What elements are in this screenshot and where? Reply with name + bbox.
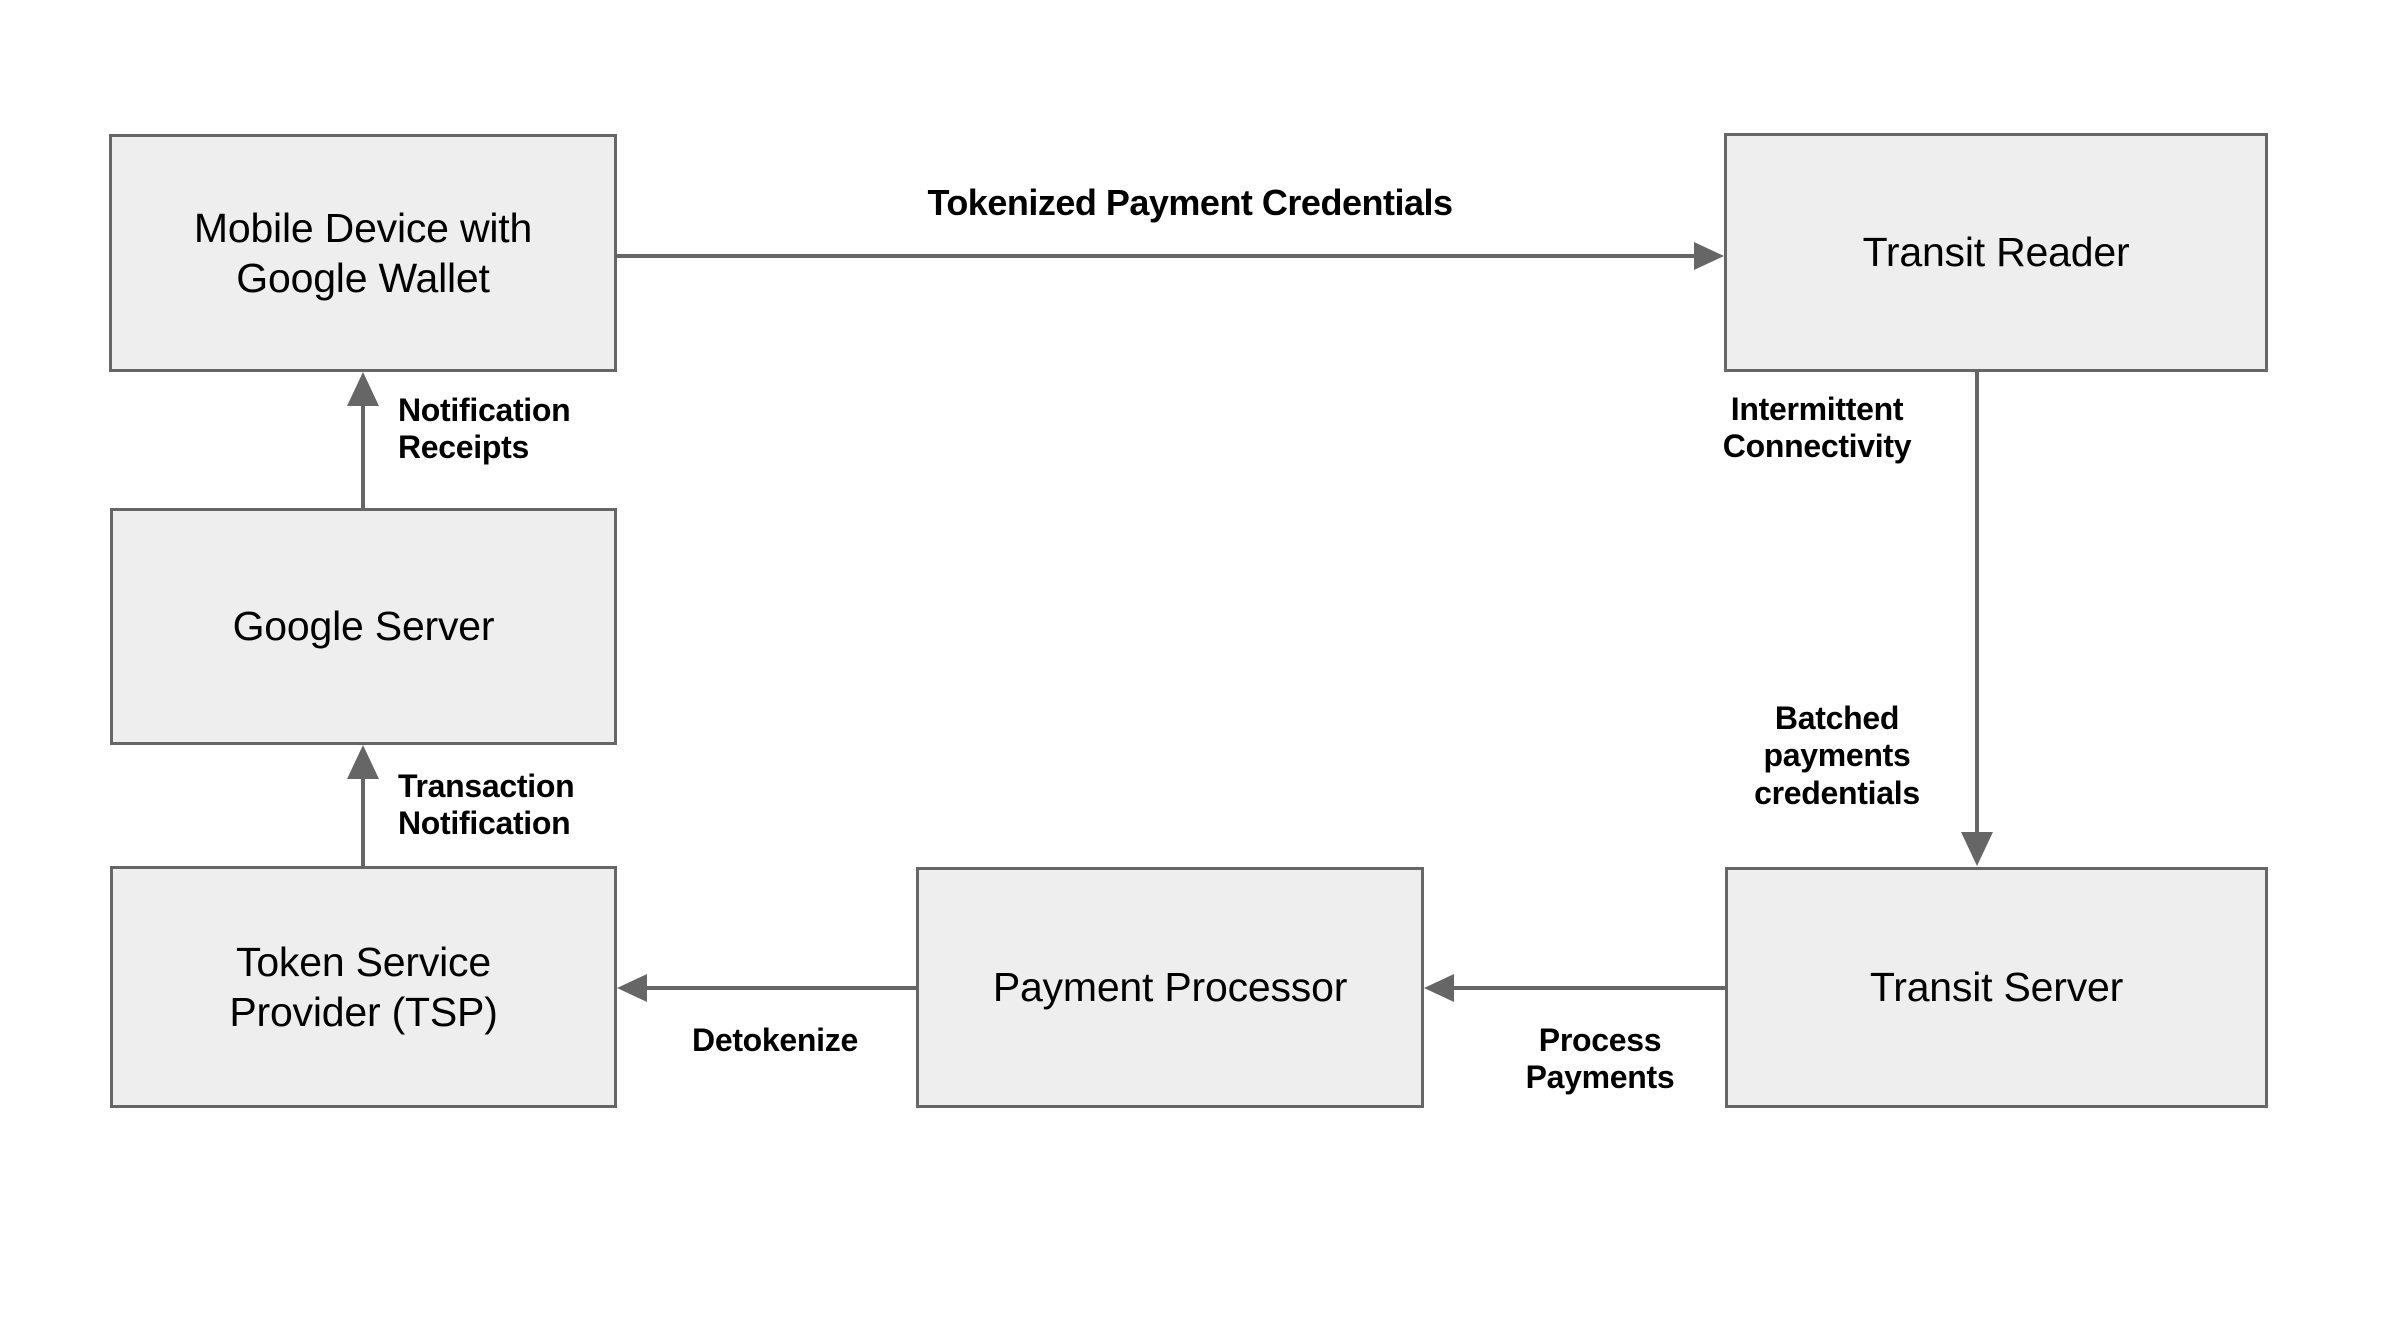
node-payment-processor-label: Payment Processor [992,964,1348,1011]
node-transit-server[interactable]: Transit Server [1725,867,2268,1108]
edge-label-process-payments: Process Payments [1525,1022,1675,1096]
node-payment-processor[interactable]: Payment Processor [916,867,1424,1108]
edge-label-intermittent-connectivity: Intermittent Connectivity [1722,391,1912,465]
node-token-service-provider[interactable]: Token Service Provider (TSP) [110,866,617,1108]
edge-label-detokenize: Detokenize [692,1022,858,1058]
edge-tsp-to-google-server [347,745,379,866]
edge-mobile-to-reader [617,242,1724,270]
edge-processor-to-tsp [617,974,916,1002]
node-google-server-label: Google Server [232,603,495,650]
node-mobile-device-label: Mobile Device with Google Wallet [193,204,533,301]
edge-google-server-to-mobile [347,372,379,508]
edge-label-notification-receipts: Notification Receipts [398,392,571,466]
edge-transit-server-to-processor [1424,974,1725,1002]
node-transit-server-label: Transit Server [1869,964,2124,1011]
node-transit-reader-label: Transit Reader [1862,229,2130,276]
edge-label-tokenized-payment-credentials: Tokenized Payment Credentials [927,182,1454,223]
edge-label-batched-payments-credentials: Batched payments credentials [1754,700,1920,811]
node-google-server[interactable]: Google Server [110,508,617,745]
node-token-service-provider-label: Token Service Provider (TSP) [229,938,498,1035]
node-mobile-device[interactable]: Mobile Device with Google Wallet [109,134,617,372]
edge-label-transaction-notification: Transaction Notification [398,768,575,842]
node-transit-reader[interactable]: Transit Reader [1724,133,2268,372]
